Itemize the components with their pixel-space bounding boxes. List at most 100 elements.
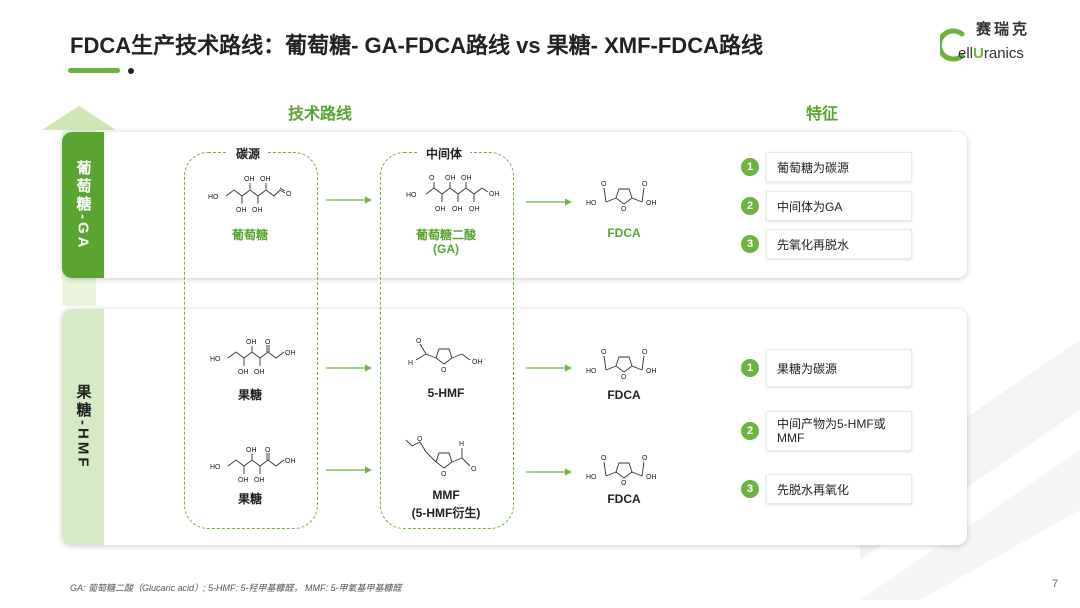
chem-label: OH: [285, 458, 296, 465]
fdca-structure: HO O O OH O: [586, 349, 657, 380]
chem-label: O: [417, 436, 423, 443]
fdca-structure: HO O O OH O: [586, 455, 657, 486]
chem-label: O: [265, 339, 271, 346]
title-underline: [68, 68, 120, 73]
chem-label: OH: [472, 359, 483, 366]
chem-label: OH: [489, 191, 500, 198]
feature-item: 先氧化再脱水: [766, 229, 912, 259]
chem-label: HO: [586, 200, 597, 207]
title-dot: [128, 68, 134, 74]
chem-label: H: [459, 441, 464, 448]
chem-label: O: [642, 181, 648, 188]
chem-label: O: [441, 367, 447, 374]
fructose-structure: HO OH O OH OH OH: [210, 339, 296, 376]
arrow-icon: [326, 364, 372, 372]
chem-label: OH: [285, 350, 296, 357]
chem-label: OH: [244, 176, 255, 183]
page-number: 7: [1052, 578, 1059, 590]
fructose-label: 果糖: [237, 492, 262, 506]
chem-label: O: [601, 455, 607, 462]
mmf-label: MMF: [432, 488, 460, 502]
arrow-icon: [326, 466, 372, 474]
fdca-structure: HO O O OH O: [586, 181, 657, 212]
glucaric-acid-label: 葡萄糖二酸: [415, 228, 476, 242]
chem-label: O: [265, 447, 271, 454]
chem-label: O: [642, 349, 648, 356]
chem-label: HO: [210, 356, 221, 363]
feature-number: 3: [741, 480, 759, 498]
feature-item: 葡萄糖为碳源: [766, 152, 912, 182]
chem-label: HO: [586, 474, 597, 481]
chem-label: HO: [406, 192, 417, 199]
chem-label: O: [621, 206, 627, 212]
chem-label: O: [441, 471, 447, 478]
company-logo: 赛瑞克 ellUranics: [940, 18, 1060, 68]
chem-label: O: [286, 191, 292, 198]
feature-number: 3: [741, 235, 759, 253]
carbon-source-label: 碳源: [228, 145, 269, 162]
chem-label: OH: [461, 175, 472, 182]
fdca-label: FDCA: [607, 388, 641, 402]
fdca-label: FDCA: [607, 226, 641, 240]
chem-label: OH: [646, 200, 657, 207]
fructose-label: 果糖: [237, 388, 262, 402]
intermediate-label: 中间体: [418, 145, 471, 162]
mmf-desc: (5-HMF衍生): [411, 506, 481, 520]
arrow-icon: [526, 364, 572, 372]
chem-label: OH: [252, 207, 263, 214]
chem-label: O: [416, 338, 422, 345]
feature-number: 2: [741, 197, 759, 215]
hmf-label: 5-HMF: [427, 386, 465, 400]
feature-item: 果糖为碳源: [766, 349, 912, 387]
chem-label: OH: [452, 206, 463, 213]
chem-label: OH: [238, 369, 249, 376]
feature-item: 中间体为GA: [766, 191, 912, 221]
hmf-side-label: 果糖-HMF: [62, 309, 104, 545]
chem-label: O: [471, 466, 477, 473]
footnote: GA: 葡萄糖二酸（Glucaric acid）; 5-HMF: 5-羟甲基糠醛…: [70, 583, 402, 593]
arrow-icon: [326, 196, 372, 204]
chem-label: OH: [254, 369, 265, 376]
chem-label: H: [408, 360, 413, 367]
chem-label: OH: [260, 176, 271, 183]
chem-label: HO: [586, 368, 597, 375]
chem-label: OH: [646, 474, 657, 481]
chem-label: OH: [445, 175, 456, 182]
glucaric-acid-abbr: (GA): [433, 242, 459, 256]
glucaric-acid-structure: HO O OH OH OH OH OH OH: [406, 175, 500, 213]
glucose-label: 葡萄糖: [231, 228, 268, 242]
chem-label: HO: [208, 194, 219, 201]
chem-label: HO: [210, 464, 221, 471]
logo-en-text: ellUranics: [958, 45, 1024, 62]
chem-label: O: [642, 455, 648, 462]
chem-label: OH: [469, 206, 480, 213]
feature-item: 先脱水再氧化: [766, 474, 912, 504]
mmf-structure: O H O O: [405, 436, 477, 478]
chem-label: O: [601, 181, 607, 188]
hmf-structure: O H O OH: [408, 338, 483, 374]
chem-label: OH: [435, 206, 446, 213]
chem-label: OH: [246, 447, 257, 454]
chem-label: OH: [646, 368, 657, 375]
chem-label: OH: [238, 477, 249, 484]
feature-number: 1: [741, 158, 759, 176]
logo-c-icon: [940, 28, 965, 62]
arrow-icon: [526, 468, 572, 476]
chem-label: OH: [236, 207, 247, 214]
feature-number: 2: [741, 422, 759, 440]
feature-header: 特征: [806, 106, 839, 123]
feature-item: 中间产物为5-HMF或MMF: [766, 411, 912, 451]
fdca-label: FDCA: [607, 492, 641, 506]
fructose-structure: HO OH O OH OH OH: [210, 447, 296, 484]
chem-label: O: [429, 175, 435, 182]
chem-label: O: [621, 480, 627, 486]
route-header: 技术路线: [288, 106, 353, 123]
feature-number: 1: [741, 359, 759, 377]
chem-label: O: [621, 374, 627, 380]
ga-side-label: 葡萄糖-GA: [62, 132, 104, 278]
chem-label: OH: [254, 477, 265, 484]
chem-label: O: [601, 349, 607, 356]
chem-label: OH: [246, 339, 257, 346]
logo-cn-text: 赛瑞克: [976, 21, 1031, 38]
glucose-structure: HO OH OH OH OH O: [208, 176, 292, 214]
